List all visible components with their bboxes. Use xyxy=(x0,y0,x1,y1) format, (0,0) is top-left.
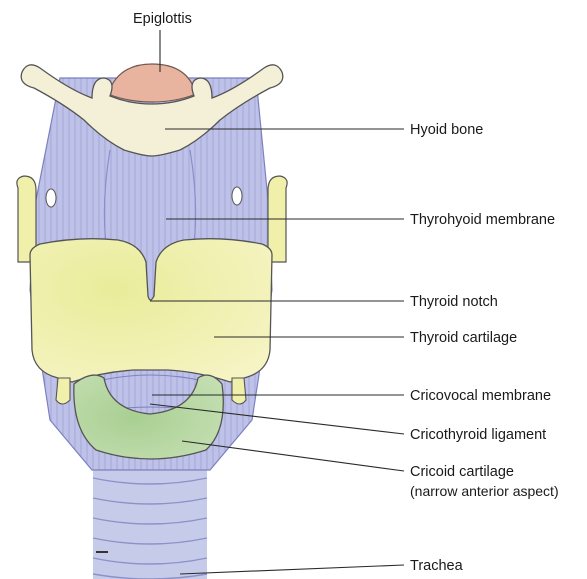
label-thyrohyoid-membrane: Thyrohyoid membrane xyxy=(410,212,555,228)
label-cricovocal-membrane: Cricovocal membrane xyxy=(410,388,551,404)
label-hyoid-bone: Hyoid bone xyxy=(410,122,483,138)
label-thyroid-cartilage: Thyroid cartilage xyxy=(410,330,517,346)
label-cricoid-cartilage: Cricoid cartilage xyxy=(410,464,514,480)
trachea-shape xyxy=(93,455,207,579)
label-epiglottis: Epiglottis xyxy=(133,11,192,27)
leader-trachea xyxy=(180,565,404,574)
label-thyroid-notch: Thyroid notch xyxy=(410,294,498,310)
label-cricoid-cartilage-sub: (narrow anterior aspect) xyxy=(410,483,559,499)
epiglottis-shape xyxy=(108,64,196,102)
label-cricothyroid-ligament: Cricothyroid ligament xyxy=(410,427,546,443)
label-trachea: Trachea xyxy=(410,558,464,574)
